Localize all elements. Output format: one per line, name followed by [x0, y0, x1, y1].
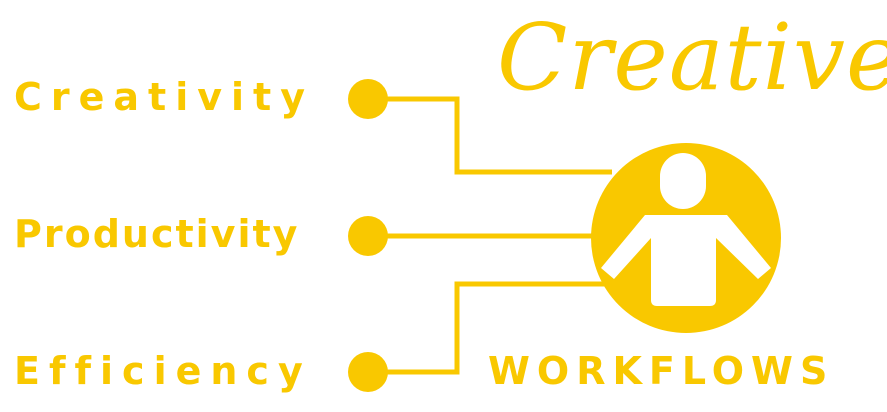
- label-efficiency: Efficiency: [14, 349, 312, 393]
- node-dot-creativity: [348, 79, 388, 119]
- connector-lines: [368, 96, 612, 375]
- connector-efficiency: [368, 281, 612, 375]
- person-icon: [601, 153, 771, 306]
- person-head: [660, 153, 706, 209]
- label-productivity: Productivity: [14, 212, 300, 256]
- workflows-title: WORKFLOWS: [488, 349, 835, 393]
- hub: [591, 143, 781, 333]
- label-creativity: Creativity: [14, 75, 314, 119]
- node-dot-productivity: [348, 216, 388, 256]
- connector-creativity: [368, 96, 612, 175]
- creative-script-title: Creative: [497, 4, 887, 111]
- person-body: [601, 215, 771, 306]
- node-dot-efficiency: [348, 352, 388, 392]
